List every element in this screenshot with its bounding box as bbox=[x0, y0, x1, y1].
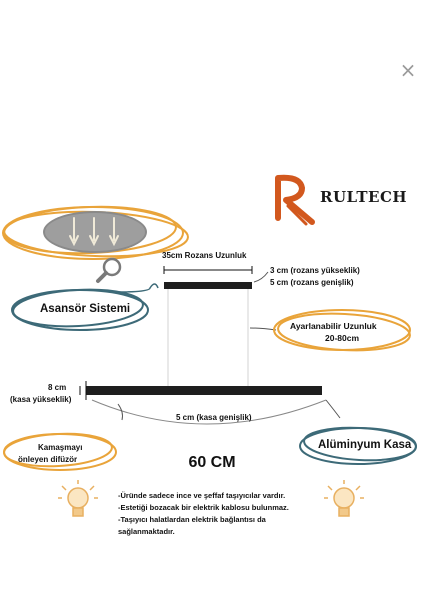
fixture-body bbox=[86, 386, 322, 395]
canopy-dim-arrow bbox=[253, 271, 269, 283]
product-notes: -Üründe sadece ince ve şeffaf taşıyıcıla… bbox=[118, 490, 289, 538]
lift-system-circle bbox=[11, 288, 149, 331]
total-length-label: 60 CM bbox=[188, 454, 236, 471]
brand-logo bbox=[275, 174, 315, 226]
body-width-curve bbox=[91, 399, 327, 425]
body-width-label: 5 cm (kasa genişlik) bbox=[176, 413, 252, 422]
body-height-sublabel: (kasa yükseklik) bbox=[10, 395, 72, 404]
note-line: -Üründe sadece ince ve şeffaf taşıyıcıla… bbox=[118, 491, 286, 500]
note-line: -Taşıyıcı halatlardan elektrik bağlantıs… bbox=[118, 515, 266, 524]
canopy-length-label: 35cm Rozans Uzunluk bbox=[162, 251, 247, 260]
canopy-width-label: 5 cm (rozans genişlik) bbox=[270, 278, 354, 287]
magnifier-icon bbox=[96, 257, 122, 283]
body-height-label: 8 cm bbox=[48, 383, 67, 392]
canopy bbox=[164, 282, 252, 289]
aluminum-body-label: Alüminyum Kasa bbox=[318, 439, 412, 451]
lightbulb-icon bbox=[58, 480, 98, 517]
adjustable-length-circle bbox=[273, 309, 411, 352]
lift-system-label: Asansör Sistemi bbox=[40, 303, 131, 315]
close-icon[interactable]: × bbox=[399, 58, 417, 82]
adjustable-length-range: 20-80cm bbox=[325, 333, 360, 343]
brand-name: RULTECH bbox=[320, 188, 408, 206]
aluminum-body-circle bbox=[299, 426, 417, 465]
note-line: sağlanmaktadır. bbox=[118, 527, 175, 536]
lightbulb-icon bbox=[324, 480, 364, 517]
diffuser-label: Kamaşmayı bbox=[38, 443, 83, 452]
lift-arrow bbox=[117, 283, 159, 293]
canopy-height-label: 3 cm (rozans yükseklik) bbox=[270, 266, 360, 275]
diffuser-circle bbox=[3, 432, 117, 471]
detail-highlight-circle bbox=[2, 205, 189, 260]
adjustable-length-label: Ayarlanabilir Uzunluk bbox=[290, 321, 377, 331]
note-line: -Estetiği bozacak bir elektrik kablosu b… bbox=[118, 503, 289, 512]
lift-system-photo bbox=[43, 211, 147, 253]
diffuser-sublabel: önleyen difüzör bbox=[18, 455, 78, 464]
